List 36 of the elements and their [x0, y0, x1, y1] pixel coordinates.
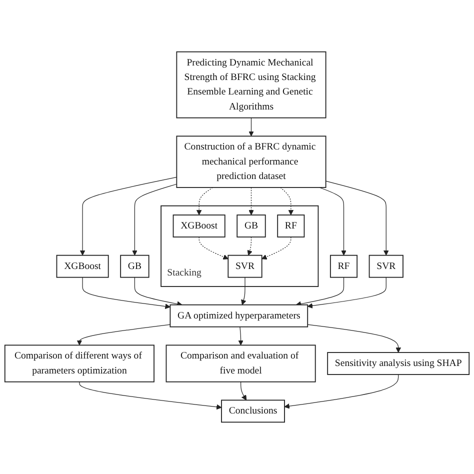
arrow: [241, 277, 246, 306]
arrow: [307, 277, 386, 308]
arrow: [319, 187, 346, 256]
arrow: [248, 187, 254, 216]
arrow: [307, 324, 402, 353]
arrow: [82, 277, 170, 310]
node-box: XGBoost: [56, 254, 109, 278]
arrow: [198, 236, 228, 260]
arrow: [284, 374, 399, 409]
node-box: Comparison of different ways of parameters optimization: [4, 344, 154, 382]
arrow: [240, 382, 247, 400]
arrow: [248, 118, 254, 136]
node-box: Sensitivity analysis using SHAP: [327, 352, 470, 375]
node-box: Comparison and evaluation of five model: [166, 344, 316, 382]
arrow: [247, 236, 252, 256]
node-box: GA optimized hyperparameters: [170, 304, 308, 328]
node-box: RF: [330, 254, 358, 278]
arrow: [76, 324, 170, 346]
arrow: [326, 180, 389, 256]
arrow: [134, 277, 182, 307]
node-box: Conclusions: [221, 400, 285, 423]
arrow: [238, 326, 244, 346]
node-box: GB: [120, 254, 150, 278]
node-box: SVR: [228, 254, 262, 278]
node-box: GB: [236, 214, 266, 238]
arrow: [80, 176, 177, 256]
arrow: [262, 236, 292, 260]
node-box: XGBoost: [172, 214, 226, 238]
arrow: [132, 184, 177, 256]
node-box: RF: [277, 214, 305, 238]
node-box: Construction of a BFRC dynamic mechanical performance prediction dataset: [176, 136, 326, 188]
arrow: [79, 382, 222, 410]
node-box: SVR: [368, 254, 404, 278]
arrow: [280, 187, 294, 216]
arrow: [296, 277, 344, 307]
node-box: Predicting Dynamic Mechanical Strength of BFRC using Stacking Ensemble Learning and Genetic Algorithms: [176, 51, 326, 118]
